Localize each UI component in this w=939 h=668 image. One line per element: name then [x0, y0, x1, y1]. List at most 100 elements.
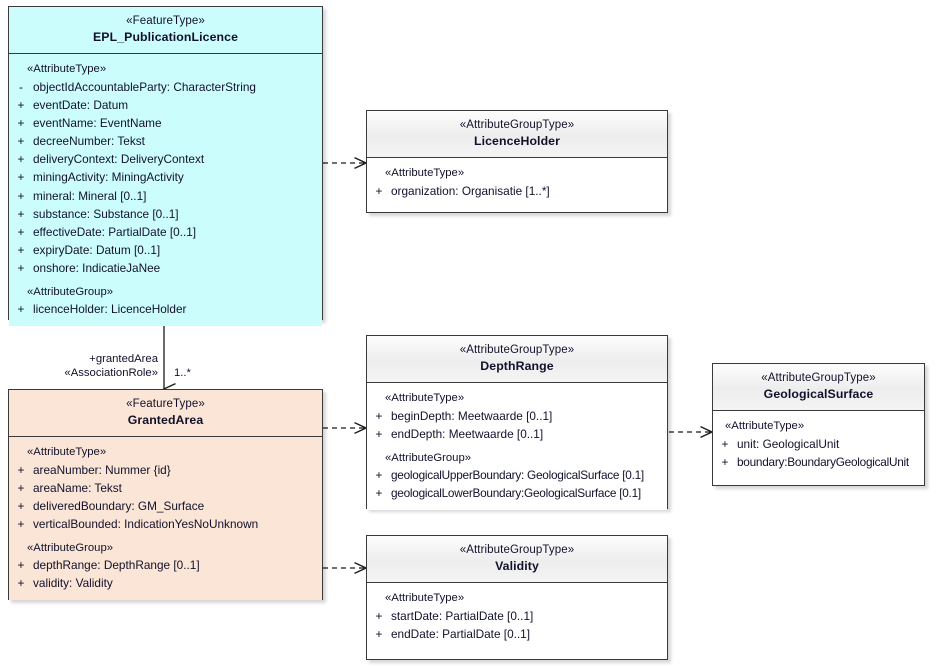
attribute-signature: endDepth: Meetwaarde [0..1]	[391, 426, 544, 441]
attribute-row[interactable]: + beginDepth: Meetwaarde [0..1]	[367, 407, 667, 425]
class-attributes-compartment: «AttributeType» + unit: GeologicalUnit +…	[713, 411, 924, 479]
visibility-marker: +	[17, 97, 25, 112]
visibility-marker: +	[375, 408, 383, 423]
visibility-marker: +	[17, 134, 25, 149]
association-role-name: +grantedArea	[89, 353, 158, 365]
attribute-group-label: «AttributeGroup»	[385, 451, 472, 464]
attribute-row[interactable]: + depthRange: DepthRange [0..1]	[9, 557, 322, 575]
attribute-row[interactable]: + endDate: PartialDate [0..1]	[367, 626, 667, 644]
class-box-validity[interactable]: «AttributeGroupType» Validity «Attribute…	[366, 535, 668, 660]
class-name: Validity	[495, 559, 539, 574]
visibility-marker: +	[17, 498, 25, 513]
attribute-signature: geologicalLowerBoundary:GeologicalSurfac…	[391, 486, 641, 501]
visibility-marker: +	[17, 558, 25, 573]
class-box-licence-holder[interactable]: «AttributeGroupType» LicenceHolder «Attr…	[366, 110, 668, 213]
attribute-group-label: «AttributeType»	[385, 592, 465, 605]
class-header: «FeatureType» EPL_PublicationLicence	[9, 7, 322, 55]
visibility-marker: +	[17, 480, 25, 495]
class-name: DepthRange	[480, 359, 554, 374]
attribute-signature: mineral: Mineral [0..1]	[33, 188, 147, 203]
attribute-row[interactable]: + expiryDate: Datum [0..1]	[9, 242, 322, 260]
attribute-signature: endDate: PartialDate [0..1]	[391, 626, 531, 641]
visibility-marker: +	[375, 486, 383, 501]
attribute-signature: areaName: Tekst	[33, 480, 122, 495]
association-role-label: +grantedArea «AssociationRole»	[30, 352, 158, 380]
class-header: «AttributeGroupType» GeologicalSurface	[713, 364, 924, 412]
attribute-signature: onshore: IndicatieJaNee	[33, 261, 161, 276]
attribute-row[interactable]: + validity: Validity	[9, 575, 322, 593]
class-stereotype: «FeatureType»	[126, 15, 205, 27]
class-attributes-compartment: «AttributeType» + organization: Organisa…	[367, 158, 667, 208]
attribute-row[interactable]: + eventDate: Datum	[9, 97, 322, 115]
visibility-marker: +	[17, 576, 25, 591]
attribute-row[interactable]: + miningActivity: MiningActivity	[9, 169, 322, 187]
visibility-marker: +	[17, 261, 25, 276]
visibility-marker: +	[17, 188, 25, 203]
class-name: GrantedArea	[127, 413, 204, 428]
attribute-signature: licenceHolder: LicenceHolder	[33, 302, 187, 317]
visibility-marker: +	[721, 436, 729, 451]
attribute-signature: beginDepth: Meetwaarde [0..1]	[391, 408, 553, 423]
class-attributes-compartment: «AttributeType» + startDate: PartialDate…	[367, 583, 667, 651]
attribute-signature: expiryDate: Datum [0..1]	[33, 243, 161, 258]
visibility-marker: -	[19, 79, 23, 94]
attribute-row[interactable]: + areaNumber: Nummer {id}	[9, 461, 322, 479]
attribute-row[interactable]: + boundary:BoundaryGeologicalUnit	[713, 454, 924, 472]
visibility-marker: +	[17, 462, 25, 477]
attribute-row[interactable]: + startDate: PartialDate [0..1]	[367, 607, 667, 625]
class-box-depth-range[interactable]: «AttributeGroupType» DepthRange «Attribu…	[366, 335, 668, 511]
attribute-signature: geologicalUpperBoundary: GeologicalSurfa…	[391, 467, 644, 482]
class-header: «AttributeGroupType» Validity	[367, 536, 667, 584]
attribute-row[interactable]: + endDepth: Meetwaarde [0..1]	[367, 426, 667, 444]
visibility-marker: +	[17, 224, 25, 239]
attribute-row[interactable]: + unit: GeologicalUnit	[713, 435, 924, 453]
visibility-marker: +	[375, 426, 383, 441]
visibility-marker: +	[17, 170, 25, 185]
attribute-signature: startDate: PartialDate [0..1]	[391, 608, 534, 623]
attribute-row[interactable]: + eventName: EventName	[9, 115, 322, 133]
attribute-row[interactable]: + effectiveDate: PartialDate [0..1]	[9, 224, 322, 242]
visibility-marker: +	[375, 183, 383, 198]
attribute-row[interactable]: + deliveryContext: DeliveryContext	[9, 151, 322, 169]
attribute-group-label: «AttributeType»	[725, 420, 805, 433]
attribute-signature: objectIdAccountableParty: CharacterStrin…	[33, 79, 256, 94]
attribute-row[interactable]: + deliveredBoundary: GM_Surface	[9, 498, 322, 516]
visibility-marker: +	[375, 626, 383, 641]
attribute-row[interactable]: - objectIdAccountableParty: CharacterStr…	[9, 78, 322, 96]
association-multiplicity: 1..*	[174, 367, 191, 379]
class-attributes-compartment: «AttributeType» + areaNumber: Nummer {id…	[9, 437, 322, 601]
class-stereotype: «AttributeGroupType»	[459, 544, 575, 556]
association-role-stereotype: «AssociationRole»	[64, 367, 158, 380]
attribute-group-label: «AttributeGroup»	[27, 542, 114, 555]
class-name: LicenceHolder	[473, 134, 561, 149]
visibility-marker: +	[17, 115, 25, 130]
attribute-row[interactable]: + onshore: IndicatieJaNee	[9, 260, 322, 278]
attribute-row[interactable]: + licenceHolder: LicenceHolder	[9, 301, 322, 319]
attribute-signature: deliveredBoundary: GM_Surface	[33, 498, 205, 513]
attribute-row[interactable]: + decreeNumber: Tekst	[9, 133, 322, 151]
visibility-marker: +	[17, 206, 25, 221]
attribute-row[interactable]: + organization: Organisatie [1..*]	[367, 182, 667, 200]
class-attributes-compartment: «AttributeType» + beginDepth: Meetwaarde…	[367, 383, 667, 511]
class-box-granted-area[interactable]: «FeatureType» GrantedArea «AttributeType…	[8, 389, 323, 601]
attribute-row[interactable]: + areaName: Tekst	[9, 480, 322, 498]
attribute-signature: eventDate: Datum	[33, 97, 129, 112]
attribute-signature: organization: Organisatie [1..*]	[391, 183, 550, 198]
visibility-marker: +	[17, 302, 25, 317]
attribute-row[interactable]: + substance: Substance [0..1]	[9, 206, 322, 224]
class-stereotype: «AttributeGroupType»	[459, 119, 575, 131]
class-stereotype: «FeatureType»	[126, 398, 205, 410]
class-box-geological-surface[interactable]: «AttributeGroupType» GeologicalSurface «…	[712, 363, 925, 486]
attribute-signature: eventName: EventName	[33, 115, 162, 130]
visibility-marker: +	[375, 608, 383, 623]
attribute-signature: validity: Validity	[33, 576, 113, 591]
attribute-row[interactable]: + geologicalUpperBoundary: GeologicalSur…	[367, 467, 667, 485]
attribute-row[interactable]: + geologicalLowerBoundary:GeologicalSurf…	[367, 485, 667, 503]
attribute-signature: decreeNumber: Tekst	[33, 134, 145, 149]
attribute-row[interactable]: + verticalBounded: IndicationYesNoUnknow…	[9, 516, 322, 534]
attribute-row[interactable]: + mineral: Mineral [0..1]	[9, 187, 322, 205]
visibility-marker: +	[17, 517, 25, 532]
attribute-signature: depthRange: DepthRange [0..1]	[33, 558, 200, 573]
class-box-epl-publication-licence[interactable]: «FeatureType» EPL_PublicationLicence «At…	[8, 6, 323, 327]
